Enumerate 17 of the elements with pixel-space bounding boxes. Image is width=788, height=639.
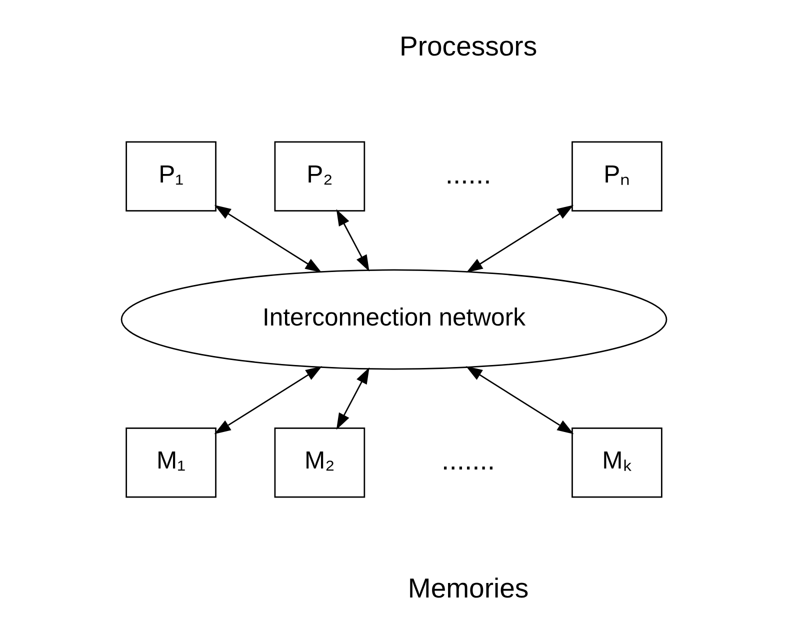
- node-box: P₂: [274, 141, 366, 212]
- arrow: [214, 366, 322, 434]
- arrow: [336, 209, 370, 272]
- node-box: M₂: [274, 428, 366, 498]
- label: ......: [445, 158, 492, 190]
- label: Memories: [408, 572, 529, 604]
- arrow: [214, 205, 322, 273]
- arrow: [466, 366, 574, 434]
- label: .......: [442, 444, 496, 476]
- node-box: Pₙ: [572, 141, 662, 212]
- node-box: M₁: [126, 428, 216, 498]
- label: Processors: [400, 30, 538, 62]
- node-box: P₁: [126, 141, 216, 212]
- node-box: Mₖ: [572, 428, 662, 498]
- node-ellipse: Interconnection network: [120, 269, 668, 370]
- arrow: [466, 205, 574, 273]
- arrow: [336, 367, 370, 430]
